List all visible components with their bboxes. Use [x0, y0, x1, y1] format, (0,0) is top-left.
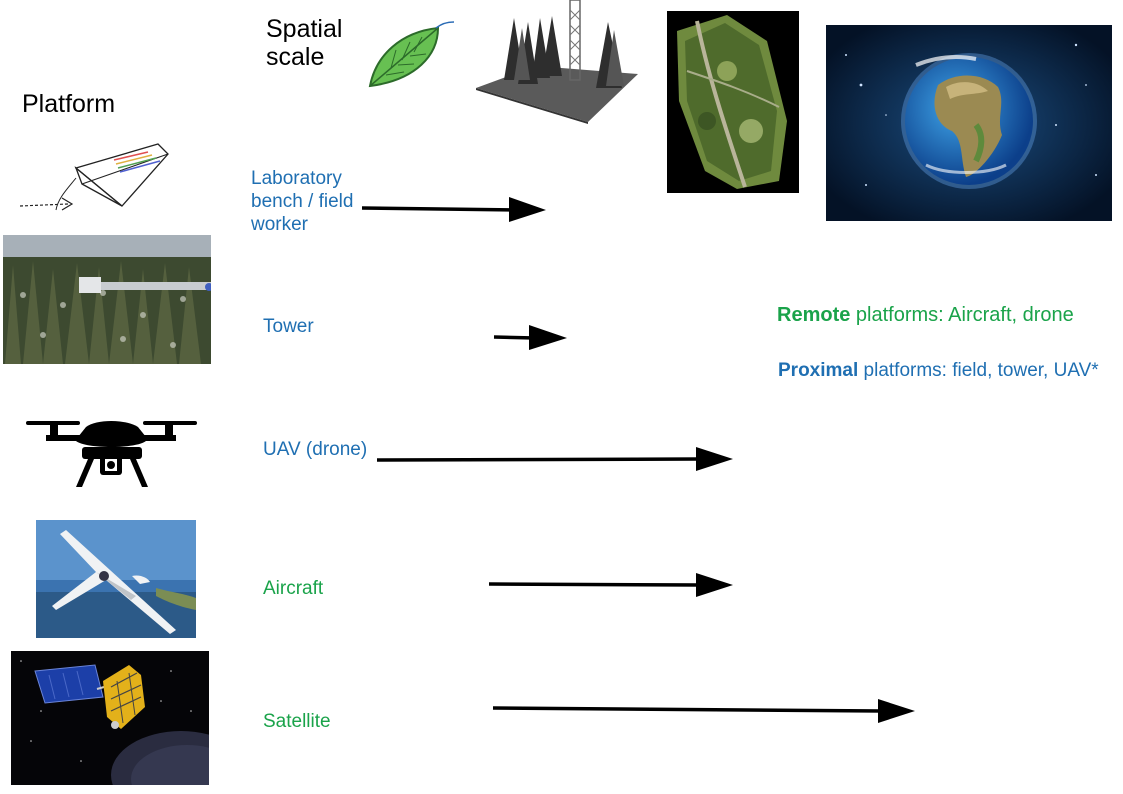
- forest-plot-icon: [476, 0, 638, 124]
- platform-label-uav: UAV (drone): [263, 439, 368, 460]
- spectrometer-sketch-icon: [18, 138, 170, 214]
- arrow-lab: [361, 197, 546, 222]
- platform-label-lab: Laboratory bench / field worker: [251, 168, 354, 235]
- drone-mosaic-image: [667, 11, 799, 193]
- forest-tower-photo: [3, 235, 211, 364]
- arrow-uav: [376, 447, 733, 471]
- platform-label-aircraft: Aircraft: [263, 578, 324, 599]
- remote-note: Remote platforms: Aircraft, drone: [777, 303, 1074, 327]
- arrow-aircraft: [488, 573, 733, 597]
- remote-note-bold: Remote: [777, 304, 851, 326]
- remote-note-text: platforms: Aircraft, drone: [850, 304, 1074, 326]
- arrow-satellite: [492, 699, 915, 723]
- proximal-note-bold: Proximal: [778, 360, 859, 381]
- proximal-note-text: platforms: field, tower, UAV*: [858, 360, 1099, 381]
- drone-icon: [26, 419, 197, 489]
- proximal-note: Proximal platforms: field, tower, UAV*: [778, 359, 1099, 383]
- leaf-icon: [366, 20, 456, 90]
- platform-label-satellite: Satellite: [263, 711, 331, 732]
- earth-globe-image: [826, 25, 1112, 221]
- platform-label-tower: Tower: [263, 316, 314, 337]
- aircraft-photo: [36, 520, 196, 638]
- spatial-scale-header: Spatial scale: [266, 15, 343, 71]
- platform-header: Platform: [22, 90, 116, 118]
- satellite-photo: [11, 651, 209, 785]
- arrow-tower: [493, 325, 567, 350]
